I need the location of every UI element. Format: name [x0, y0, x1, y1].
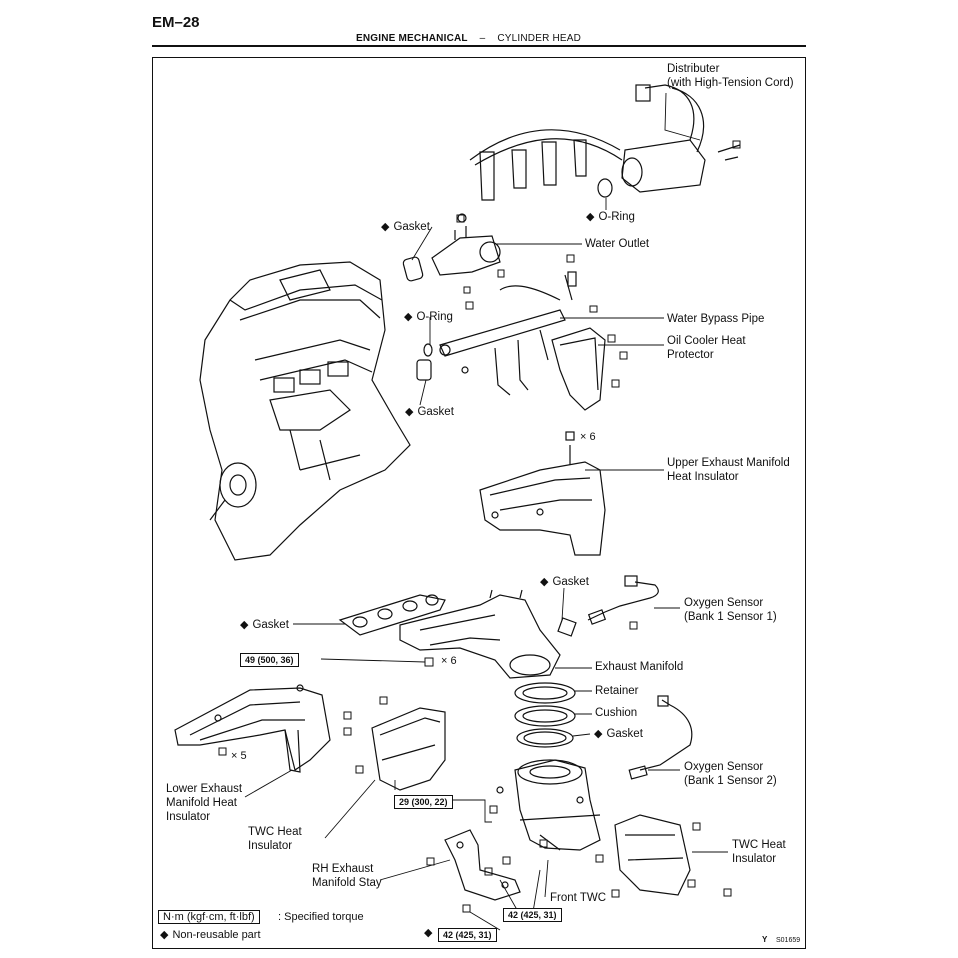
twc-insulator-right-drawing	[614, 814, 691, 896]
engine-block	[199, 261, 411, 561]
gasket-mid-label: Gasket	[405, 405, 453, 419]
page-code: EM–28	[152, 14, 200, 31]
distributor-label: Distributer	[667, 63, 720, 75]
oxygen-sensor-2-drawing	[628, 695, 693, 780]
front-twc-drawing	[496, 759, 601, 851]
water-outlet-label: Water Outlet	[585, 238, 650, 250]
exhaust-manifold-drawing	[338, 589, 577, 679]
twc-insulator-left-drawing	[371, 707, 446, 791]
multiplier-x6-top: × 6	[580, 431, 596, 443]
upper-exhaust-label-2: Heat Insulator	[667, 471, 739, 483]
y-mark: Y	[762, 935, 768, 944]
lower-exhaust-label-2: Manifold Heat	[166, 797, 237, 809]
retainer-label: Retainer	[595, 685, 639, 697]
water-bypass-drawing	[416, 271, 577, 396]
distributor-sublabel: (with High-Tension Cord)	[667, 77, 794, 89]
front-twc-label: Front TWC	[550, 892, 607, 904]
cushion-label: Cushion	[595, 707, 638, 719]
gasket-sensor-label: Gasket	[540, 575, 588, 589]
twc-heat-right-label-1: TWC Heat	[732, 839, 786, 851]
multiplier-x5: × 5	[231, 750, 247, 762]
torque-box-2: 29 (300, 22)	[394, 795, 453, 809]
oxygen-sensor-2-label: Oxygen Sensor	[684, 761, 764, 773]
upper-insulator-drawing	[479, 431, 606, 556]
figure-code: S01659	[776, 937, 801, 944]
nonreusable-mark-torque	[424, 926, 436, 943]
lower-exhaust-label-3: Insulator	[166, 811, 211, 823]
lower-exhaust-label-1: Lower Exhaust	[166, 783, 243, 795]
section-title: ENGINE MECHANICAL	[356, 33, 468, 44]
distributor-drawing	[469, 84, 741, 201]
header-dash: –	[479, 33, 486, 44]
gasket-lower-label: Gasket	[594, 727, 642, 741]
gasket-top-label: Gasket	[381, 220, 429, 234]
oil-cooler-label-2: Protector	[667, 349, 714, 361]
retainer-cushion-gasket-drawing	[514, 682, 576, 748]
twc-heat-right-label-2: Insulator	[732, 853, 777, 865]
oxygen-sensor-1-sublabel: (Bank 1 Sensor 1)	[684, 611, 777, 623]
diagram-frame	[152, 57, 806, 949]
multiplier-x6-mid: × 6	[441, 655, 457, 667]
torque-box-3: 42 (425, 31)	[503, 908, 562, 922]
oring-mid-label: O-Ring	[404, 310, 452, 324]
torque-box-1: 49 (500, 36)	[240, 653, 299, 667]
water-bypass-label: Water Bypass Pipe	[667, 313, 765, 325]
oil-cooler-label-1: Oil Cooler Heat	[667, 335, 746, 347]
twc-heat-left-label-2: Insulator	[248, 840, 293, 852]
lower-insulator-drawing	[174, 684, 331, 773]
oil-cooler-protector-drawing	[551, 327, 606, 411]
leader-lines	[244, 92, 728, 931]
legend-unit-box: N·m (kgf·cm, ft·lbf)	[158, 910, 260, 924]
legend-nonreusable: Non-reusable part	[160, 928, 260, 941]
rh-stay-drawing	[444, 829, 521, 901]
oring-top-label: O-Ring	[586, 210, 634, 224]
torque-box-4: 42 (425, 31)	[438, 928, 497, 942]
gasket-left-label: Gasket	[240, 618, 288, 632]
header-rule	[152, 45, 806, 47]
oxygen-sensor-1-label: Oxygen Sensor	[684, 597, 764, 609]
upper-exhaust-label-1: Upper Exhaust Manifold	[667, 457, 790, 469]
exhaust-manifold-label: Exhaust Manifold	[595, 661, 684, 673]
page-header: ENGINE MECHANICAL – CYLINDER HEAD	[356, 33, 581, 44]
rh-stay-label-1: RH Exhaust	[312, 863, 374, 875]
bolts	[218, 140, 741, 913]
rh-stay-label-2: Manifold Stay	[312, 877, 382, 889]
oxygen-sensor-2-sublabel: (Bank 1 Sensor 2)	[684, 775, 777, 787]
oxygen-sensor-1-drawing	[587, 575, 659, 625]
twc-heat-left-label-1: TWC Heat	[248, 826, 302, 838]
legend-torque-text: : Specified torque	[278, 911, 364, 923]
subsection-title: CYLINDER HEAD	[497, 33, 582, 44]
